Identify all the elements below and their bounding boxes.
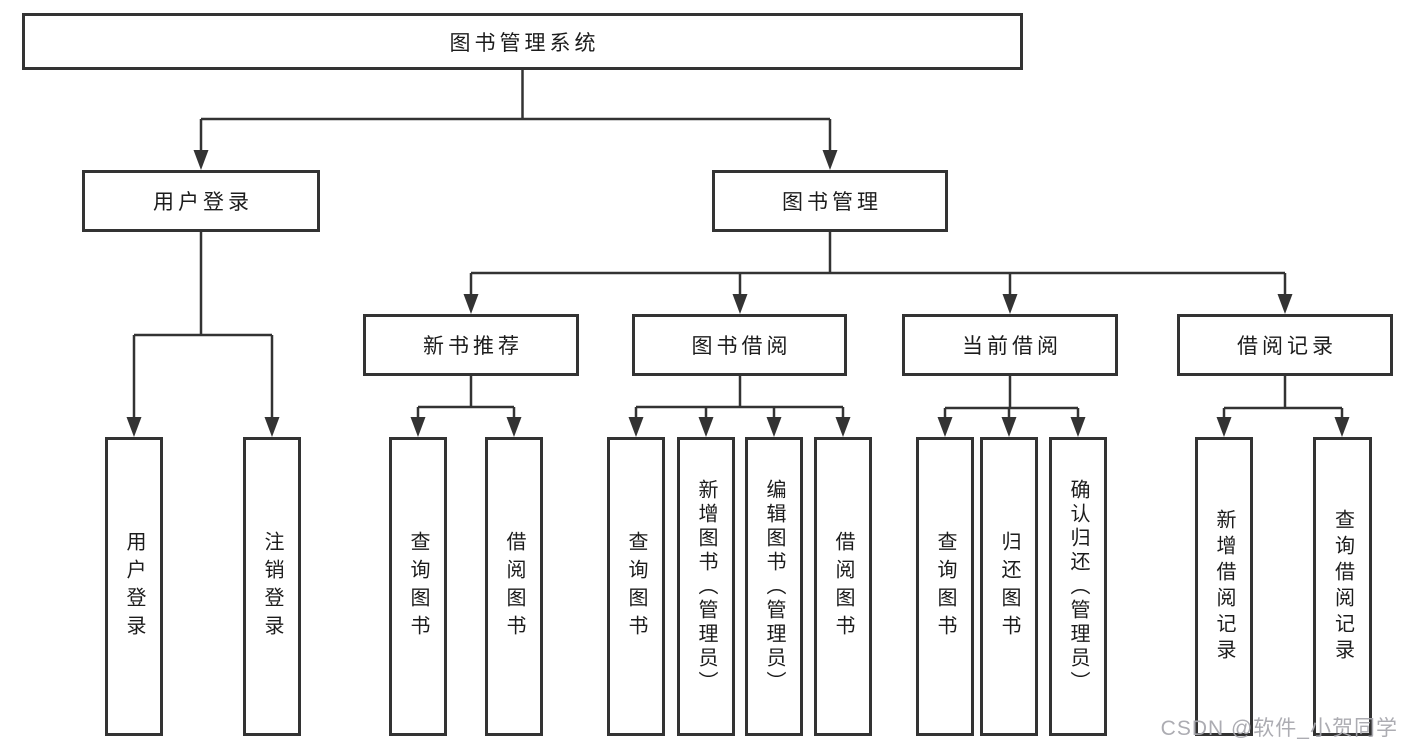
leaf-br-query-record: 查询借阅记录 <box>1313 437 1372 736</box>
node-book-borrow-label: 图书借阅 <box>691 335 792 358</box>
leaf-user-login-label: 用户登录 <box>123 530 145 643</box>
leaf-br-add-record-label: 新增借阅记录 <box>1213 508 1235 665</box>
leaf-bb-query-book-label: 查询图书 <box>625 530 647 643</box>
node-user-login: 用户登录 <box>82 170 320 232</box>
leaf-cb-return-book-label: 归还图书 <box>998 530 1020 643</box>
leaf-cb-query-book: 查询图书 <box>916 437 974 736</box>
csdn-watermark: CSDN @软件_小贺同学 <box>1160 717 1398 740</box>
node-book-mgmt: 图书管理 <box>712 170 948 232</box>
node-user-login-label: 用户登录 <box>153 191 253 214</box>
leaf-bb-query-book: 查询图书 <box>607 437 665 736</box>
leaf-user-login: 用户登录 <box>105 437 163 736</box>
leaf-cb-confirm-return: 确认归还（管理员） <box>1049 437 1107 736</box>
node-new-book-rec-label: 新书推荐 <box>423 335 523 358</box>
leaf-cb-return-book: 归还图书 <box>980 437 1038 736</box>
leaf-br-query-record-label: 查询借阅记录 <box>1331 508 1354 665</box>
leaf-rec-borrow-book-label: 借阅图书 <box>503 530 525 643</box>
leaf-bb-borrow-book-label: 借阅图书 <box>832 530 854 643</box>
leaf-bb-add-book: 新增图书（管理员） <box>677 437 735 736</box>
node-current-borrow-label: 当前借阅 <box>962 335 1062 358</box>
node-root: 图书管理系统 <box>22 13 1023 70</box>
leaf-bb-borrow-book: 借阅图书 <box>814 437 872 736</box>
node-current-borrow: 当前借阅 <box>902 314 1118 376</box>
leaf-cb-confirm-return-label: 确认归还（管理员） <box>1067 478 1089 695</box>
node-book-mgmt-label: 图书管理 <box>782 191 882 214</box>
leaf-br-add-record: 新增借阅记录 <box>1195 437 1253 736</box>
node-borrow-record: 借阅记录 <box>1177 314 1393 376</box>
node-root-label: 图书管理系统 <box>449 31 600 55</box>
leaf-rec-borrow-book: 借阅图书 <box>485 437 543 736</box>
leaf-logout-label: 注销登录 <box>261 530 283 643</box>
leaf-bb-edit-book-label: 编辑图书（管理员） <box>763 478 785 695</box>
leaf-logout: 注销登录 <box>243 437 301 736</box>
node-borrow-record-label: 借阅记录 <box>1237 335 1337 358</box>
leaf-bb-edit-book: 编辑图书（管理员） <box>745 437 803 736</box>
leaf-bb-add-book-label: 新增图书（管理员） <box>695 478 717 695</box>
node-book-borrow: 图书借阅 <box>632 314 847 376</box>
leaf-rec-query-book: 查询图书 <box>389 437 447 736</box>
node-new-book-rec: 新书推荐 <box>363 314 579 376</box>
leaf-cb-query-book-label: 查询图书 <box>934 530 956 643</box>
leaf-rec-query-book-label: 查询图书 <box>407 530 429 643</box>
